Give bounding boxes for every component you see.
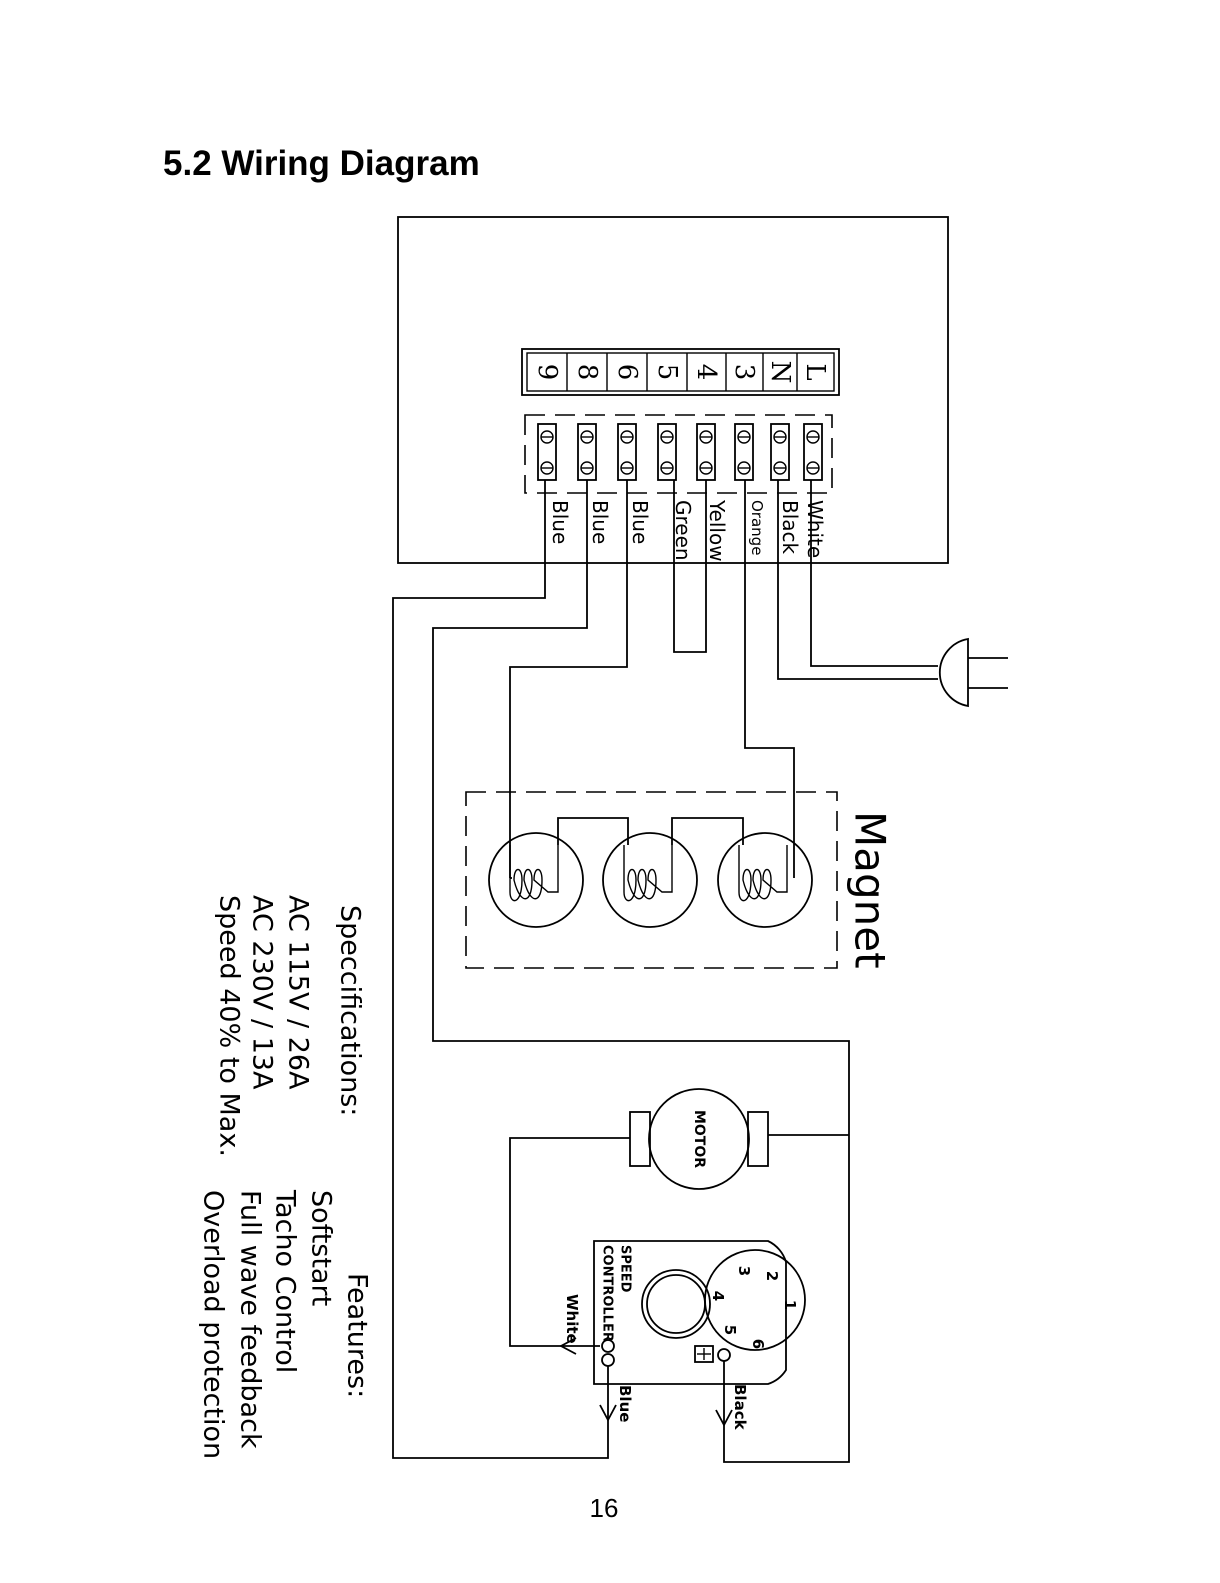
wire-labels: White Black Orange Yellow Green Blue Blu… bbox=[548, 499, 827, 562]
wire-label-blue-1: Blue bbox=[628, 500, 652, 544]
power-plug bbox=[940, 639, 1008, 706]
feature-line-1: Softstart bbox=[306, 1190, 337, 1306]
magnet: Magnet bbox=[466, 792, 895, 969]
dial-number-3: 3 bbox=[735, 1266, 753, 1276]
wire-label-white: White bbox=[803, 500, 827, 558]
dial-number-2: 2 bbox=[763, 1271, 781, 1281]
terminal-label-8: 8 bbox=[572, 364, 602, 381]
terminal-screw bbox=[735, 424, 753, 480]
speed-controller-label-1: SPEED bbox=[618, 1245, 633, 1293]
dial-number-5: 5 bbox=[721, 1325, 739, 1335]
coil-jumper bbox=[672, 818, 743, 845]
feature-line-2: Tacho Control bbox=[270, 1189, 301, 1373]
terminal-screw bbox=[618, 424, 636, 480]
spec-line-2: AC 230V / 13A bbox=[247, 895, 278, 1090]
terminal-label-5: 5 bbox=[652, 364, 682, 381]
feature-line-4: Overload protection bbox=[198, 1190, 229, 1459]
terminal-screw bbox=[658, 424, 676, 480]
motor: MOTOR bbox=[630, 1089, 768, 1189]
controller-wire-white-label: White bbox=[563, 1294, 581, 1344]
wire-label-blue-3: Blue bbox=[548, 500, 572, 544]
terminal-label-n: N bbox=[765, 361, 795, 384]
terminal-label-9: 9 bbox=[532, 364, 562, 381]
terminal-label-6: 6 bbox=[612, 364, 642, 381]
terminal-screw bbox=[578, 424, 596, 480]
terminal-strip: L N 3 4 5 6 8 9 bbox=[522, 349, 839, 395]
features-heading: Features: bbox=[342, 1273, 373, 1398]
wire-label-orange: Orange bbox=[748, 500, 766, 555]
motor-label: MOTOR bbox=[691, 1110, 707, 1168]
terminal-screw bbox=[804, 424, 822, 480]
wire-label-black: Black bbox=[778, 500, 802, 555]
dial-number-4: 4 bbox=[709, 1291, 727, 1301]
terminal-block bbox=[525, 415, 832, 493]
magnet-label: Magnet bbox=[846, 811, 895, 969]
feature-line-3: Full wave feedback bbox=[235, 1190, 266, 1449]
spec-line-1: AC 115V / 26A bbox=[283, 895, 314, 1090]
specifications: Speccifications: AC 115V / 26A AC 230V /… bbox=[214, 895, 366, 1157]
terminal-screw bbox=[771, 424, 789, 480]
magnet-coil bbox=[510, 845, 558, 901]
features: Features: Softstart Tacho Control Full w… bbox=[198, 1189, 373, 1459]
terminal-label-l: L bbox=[800, 363, 830, 380]
controller-wire-blue-label: Blue bbox=[616, 1385, 634, 1422]
controller-wire-black-label: Black bbox=[731, 1384, 749, 1431]
dial-number-1: 1 bbox=[781, 1300, 799, 1310]
wire-label-blue-2: Blue bbox=[588, 500, 612, 544]
dial-number-6: 6 bbox=[749, 1339, 767, 1349]
spec-line-3: Speed 40% to Max. bbox=[214, 895, 245, 1157]
terminal-screw bbox=[697, 424, 715, 480]
coil-jumper bbox=[558, 818, 628, 845]
page-number: 16 bbox=[0, 1493, 1208, 1524]
magnet-coil bbox=[624, 845, 672, 901]
terminal-label-3: 3 bbox=[729, 364, 759, 381]
speed-controller: 1 23 4 56 SPEED CONTROLLER White Blue Black bbox=[561, 1241, 805, 1431]
specifications-heading: Speccifications: bbox=[335, 905, 366, 1116]
magnet-coil bbox=[739, 845, 787, 901]
wire-white bbox=[811, 480, 938, 666]
wiring bbox=[393, 480, 938, 1462]
speed-controller-label-2: CONTROLLER bbox=[600, 1245, 615, 1342]
wire-label-yellow: Yellow bbox=[705, 499, 729, 562]
terminal-screw bbox=[538, 424, 556, 480]
terminal-label-4: 4 bbox=[691, 364, 721, 381]
